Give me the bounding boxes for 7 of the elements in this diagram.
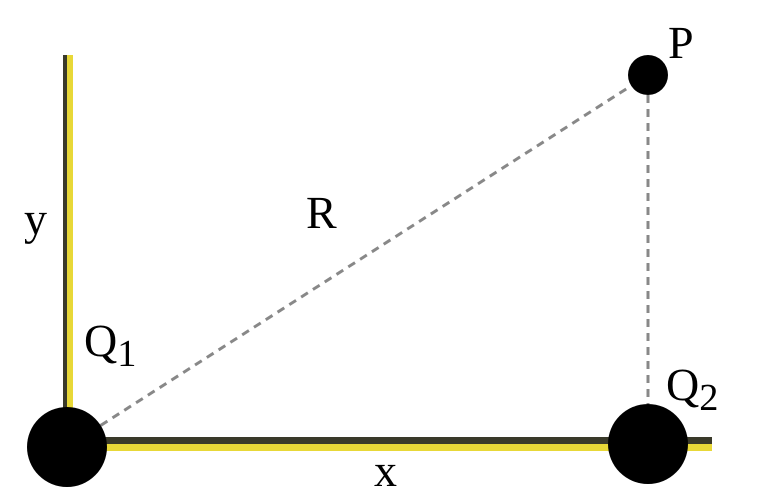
charge-dot bbox=[628, 55, 668, 95]
axis-label: x bbox=[374, 448, 397, 492]
point-label: P bbox=[668, 20, 694, 66]
point-label: Q$_{1}$ bbox=[84, 318, 136, 374]
dashed-line bbox=[646, 95, 650, 404]
point-label: Q$_{2}$ bbox=[666, 362, 718, 418]
axis-label: y bbox=[24, 196, 47, 242]
